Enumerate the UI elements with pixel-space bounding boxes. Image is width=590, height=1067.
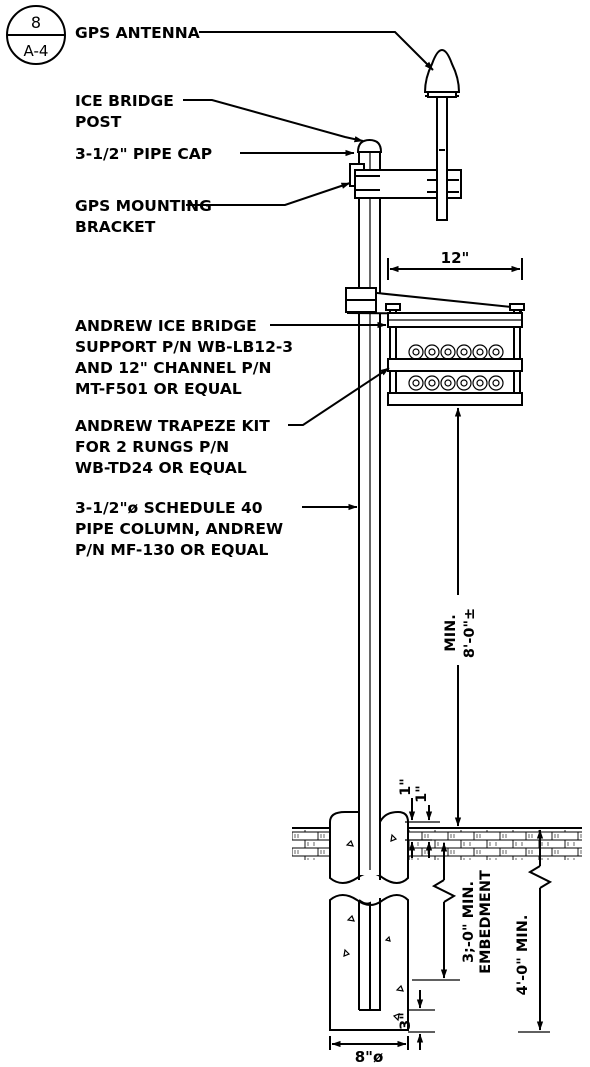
ice-bridge-support: [345, 287, 525, 400]
label-ice-bridge-support-4: MT-F501 OR EQUAL: [75, 380, 242, 398]
dim-embedment: 3;-0" MIN. EMBEDMENT: [412, 842, 494, 981]
leader-lines: [183, 31, 434, 511]
label-ice-bridge-support-3: AND 12" CHANNEL P/N: [75, 359, 271, 377]
pipe-column: [356, 138, 383, 1011]
dim-diameter-label: 8"ø: [355, 1048, 384, 1066]
label-gps-antenna: GPS ANTENNA: [75, 24, 200, 42]
detail-callout: 8 A-4: [6, 5, 66, 65]
label-pipe-cap: 3-1/2" PIPE CAP: [75, 145, 212, 163]
label-pipe-column-3: P/N MF-130 OR EQUAL: [75, 541, 268, 559]
label-pipe-column-1: 3-1/2"ø SCHEDULE 40: [75, 499, 263, 517]
dim-clearance-line2: 8'-0"±: [462, 608, 478, 658]
dim-one-inch: 1" 1": [398, 778, 440, 858]
dim-diameter: 8"ø: [329, 1036, 409, 1066]
dim-one-b-label: 1": [414, 785, 430, 803]
dim-embedment-line1: 3;-0" MIN.: [461, 881, 477, 963]
label-ice-bridge-support-2: SUPPORT P/N WB-LB12-3: [75, 338, 293, 356]
dim-depth-label: 4'-0" MIN.: [515, 915, 531, 996]
dim-depth: 4'-0" MIN.: [515, 829, 553, 1033]
dim-clearance: MIN. 8'-0"±: [443, 407, 478, 827]
dim-12-label: 12": [441, 249, 470, 267]
dim-three-inch: 3": [398, 990, 435, 1050]
label-ice-bridge-post-1: ICE BRIDGE: [75, 92, 174, 110]
callout-sheet: A-4: [24, 42, 49, 60]
dim-one-a-label: 1": [398, 778, 414, 796]
pipe-cap: [356, 138, 383, 153]
label-trapeze-kit-3: WB-TD24 OR EQUAL: [75, 459, 247, 477]
dim-clearance-line1: MIN.: [443, 614, 459, 651]
label-ice-bridge-support-1: ANDREW ICE BRIDGE: [75, 317, 257, 335]
callout-number: 8: [31, 13, 41, 32]
label-trapeze-kit-1: ANDREW TRAPEZE KIT: [75, 417, 270, 435]
gps-antenna: [423, 48, 461, 221]
label-gps-bracket-1: GPS MOUNTING: [75, 197, 212, 215]
dim-three-label: 3": [398, 1012, 414, 1030]
label-ice-bridge-post-2: POST: [75, 113, 122, 131]
label-pipe-column-2: PIPE COLUMN, ANDREW: [75, 520, 283, 538]
label-gps-bracket-2: BRACKET: [75, 218, 156, 236]
label-trapeze-kit-2: FOR 2 RUNGS P/N: [75, 438, 229, 456]
dim-embedment-line2: EMBEDMENT: [478, 870, 494, 974]
trapeze-kit: [387, 344, 523, 406]
dim-12: 12": [387, 249, 523, 280]
